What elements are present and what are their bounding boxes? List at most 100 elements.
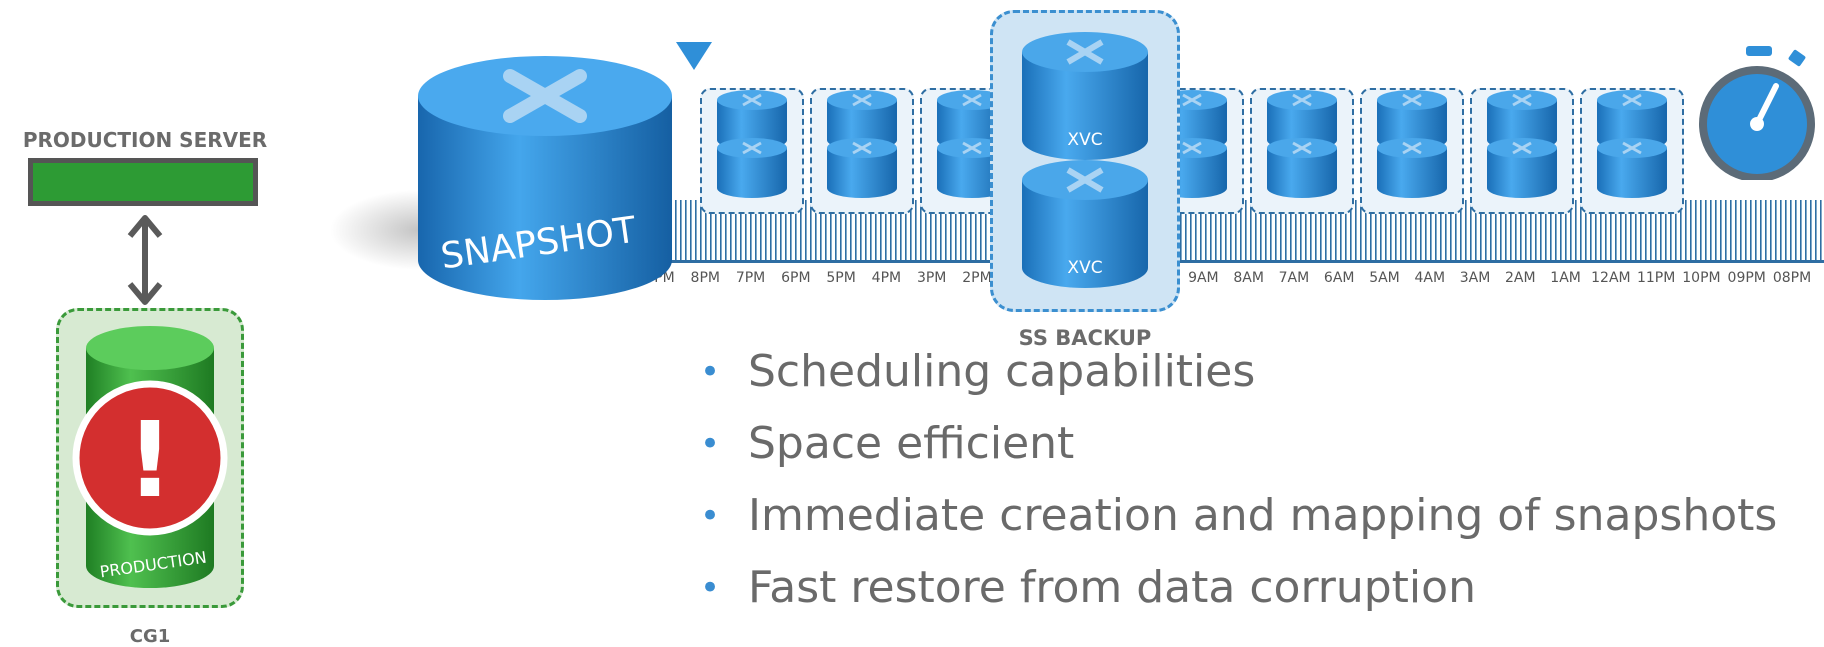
mini-snapshot-volume xyxy=(1267,138,1337,198)
snapshot-volume[interactable]: SNAPSHOT xyxy=(330,30,690,310)
x-logo-icon xyxy=(742,141,762,155)
time-label: 08PM xyxy=(1773,270,1811,286)
xvc-label: XVC xyxy=(1067,258,1102,278)
bullet-icon: • xyxy=(700,568,721,608)
mini-snapshot-volume xyxy=(717,138,787,198)
xvc-volume[interactable]: XVC xyxy=(1022,160,1148,288)
time-label: 4AM xyxy=(1414,270,1445,286)
ss-backup-label: SS BACKUP xyxy=(1018,326,1152,350)
x-logo-icon xyxy=(1402,141,1422,155)
consistency-group-label: CG1 xyxy=(129,626,171,647)
mini-snapshot-volume xyxy=(1267,90,1337,150)
mini-snapshot-volume xyxy=(937,90,1007,150)
time-label-bg xyxy=(1681,266,1722,288)
time-label-bg xyxy=(730,266,771,288)
time-label-bg xyxy=(1319,266,1360,288)
time-label: 8AM xyxy=(1233,270,1264,286)
list-item: •Fast restore from data corruption xyxy=(690,552,1777,624)
mini-snapshot-volume xyxy=(827,138,897,198)
alert-symbol: ! xyxy=(126,399,173,521)
x-logo-icon xyxy=(1182,93,1202,107)
x-logo-icon xyxy=(1182,141,1202,155)
time-label-bg xyxy=(1726,266,1767,288)
list-item: •Space efficient xyxy=(690,408,1777,480)
production-server-label: PRODUCTION SERVER xyxy=(22,128,268,152)
time-label-bg xyxy=(1409,266,1450,288)
x-logo-icon xyxy=(962,93,982,107)
x-logo-icon xyxy=(1066,167,1104,193)
x-logo-icon xyxy=(742,93,762,107)
mini-snapshot-volume xyxy=(717,90,787,150)
list-item: •Immediate creation and mapping of snaps… xyxy=(690,480,1777,552)
time-label: 11PM xyxy=(1637,270,1675,286)
ss-backup-volumes: XVC XVC xyxy=(1022,32,1148,288)
time-label: 7PM xyxy=(736,270,765,286)
bullet-icon: • xyxy=(700,496,721,536)
time-label: 4PM xyxy=(872,270,901,286)
time-label: 8PM xyxy=(691,270,720,286)
time-label: 6PM xyxy=(781,270,810,286)
x-logo-icon xyxy=(1066,39,1104,65)
time-label-bg xyxy=(685,266,726,288)
time-label: 1AM xyxy=(1550,270,1581,286)
x-logo-icon xyxy=(503,69,587,123)
time-label: 6AM xyxy=(1324,270,1355,286)
mini-snapshot-volume xyxy=(1597,138,1667,198)
feature-list: •Scheduling capabilities •Space efficien… xyxy=(690,336,1777,624)
x-logo-icon xyxy=(962,141,982,155)
time-label: 7AM xyxy=(1279,270,1310,286)
alert-icon: ! xyxy=(72,380,228,536)
time-label-bg xyxy=(1228,266,1269,288)
time-label-bg xyxy=(1273,266,1314,288)
mini-snapshot-volume xyxy=(1487,90,1557,150)
time-label-bg xyxy=(1500,266,1541,288)
time-label-bg xyxy=(1636,266,1677,288)
bullet-icon: • xyxy=(700,424,721,464)
list-item: •Scheduling capabilities xyxy=(690,336,1777,408)
time-label: 3PM xyxy=(917,270,946,286)
snapshot-volumes xyxy=(717,90,1667,198)
time-label-bg xyxy=(866,266,907,288)
time-label: 2AM xyxy=(1505,270,1536,286)
time-label: 09PM xyxy=(1728,270,1766,286)
bidirectional-arrow-icon xyxy=(127,215,163,305)
time-label: 5PM xyxy=(826,270,855,286)
x-logo-icon xyxy=(1512,93,1532,107)
time-label: 2PM xyxy=(962,270,991,286)
mini-snapshot-volume xyxy=(1487,138,1557,198)
time-label: 5AM xyxy=(1369,270,1400,286)
x-logo-icon xyxy=(852,93,872,107)
bullet-icon: • xyxy=(700,352,721,392)
time-label-bg xyxy=(1545,266,1586,288)
time-label-bg xyxy=(821,266,862,288)
time-label-bg xyxy=(1455,266,1496,288)
time-label-bg xyxy=(1183,266,1224,288)
x-logo-icon xyxy=(1512,141,1532,155)
x-logo-icon xyxy=(852,141,872,155)
time-label: 12AM xyxy=(1591,270,1630,286)
time-label-bg xyxy=(1590,266,1631,288)
mini-snapshot-volume xyxy=(937,138,1007,198)
time-label-bg xyxy=(1364,266,1405,288)
stopwatch-icon[interactable] xyxy=(1694,40,1818,180)
mini-snapshot-volume xyxy=(1597,90,1667,150)
time-label-bg xyxy=(956,266,997,288)
mini-snapshot-volume xyxy=(1377,138,1447,198)
mini-snapshot-volume xyxy=(827,90,897,150)
time-label-bg xyxy=(911,266,952,288)
time-label: 10PM xyxy=(1682,270,1720,286)
mini-snapshot-volume xyxy=(1377,90,1447,150)
x-logo-icon xyxy=(1292,141,1312,155)
xvc-label: XVC xyxy=(1067,130,1102,150)
x-logo-icon xyxy=(1622,93,1642,107)
x-logo-icon xyxy=(1292,93,1312,107)
time-label-bg xyxy=(1772,266,1812,288)
time-label-bg xyxy=(775,266,816,288)
x-logo-icon xyxy=(1622,141,1642,155)
production-server[interactable] xyxy=(28,158,258,206)
triangle-marker-icon xyxy=(676,42,712,70)
time-label: 9AM xyxy=(1188,270,1219,286)
xvc-volume[interactable]: XVC xyxy=(1022,32,1148,160)
time-label: 3AM xyxy=(1460,270,1491,286)
timeline-axis xyxy=(640,260,1824,263)
